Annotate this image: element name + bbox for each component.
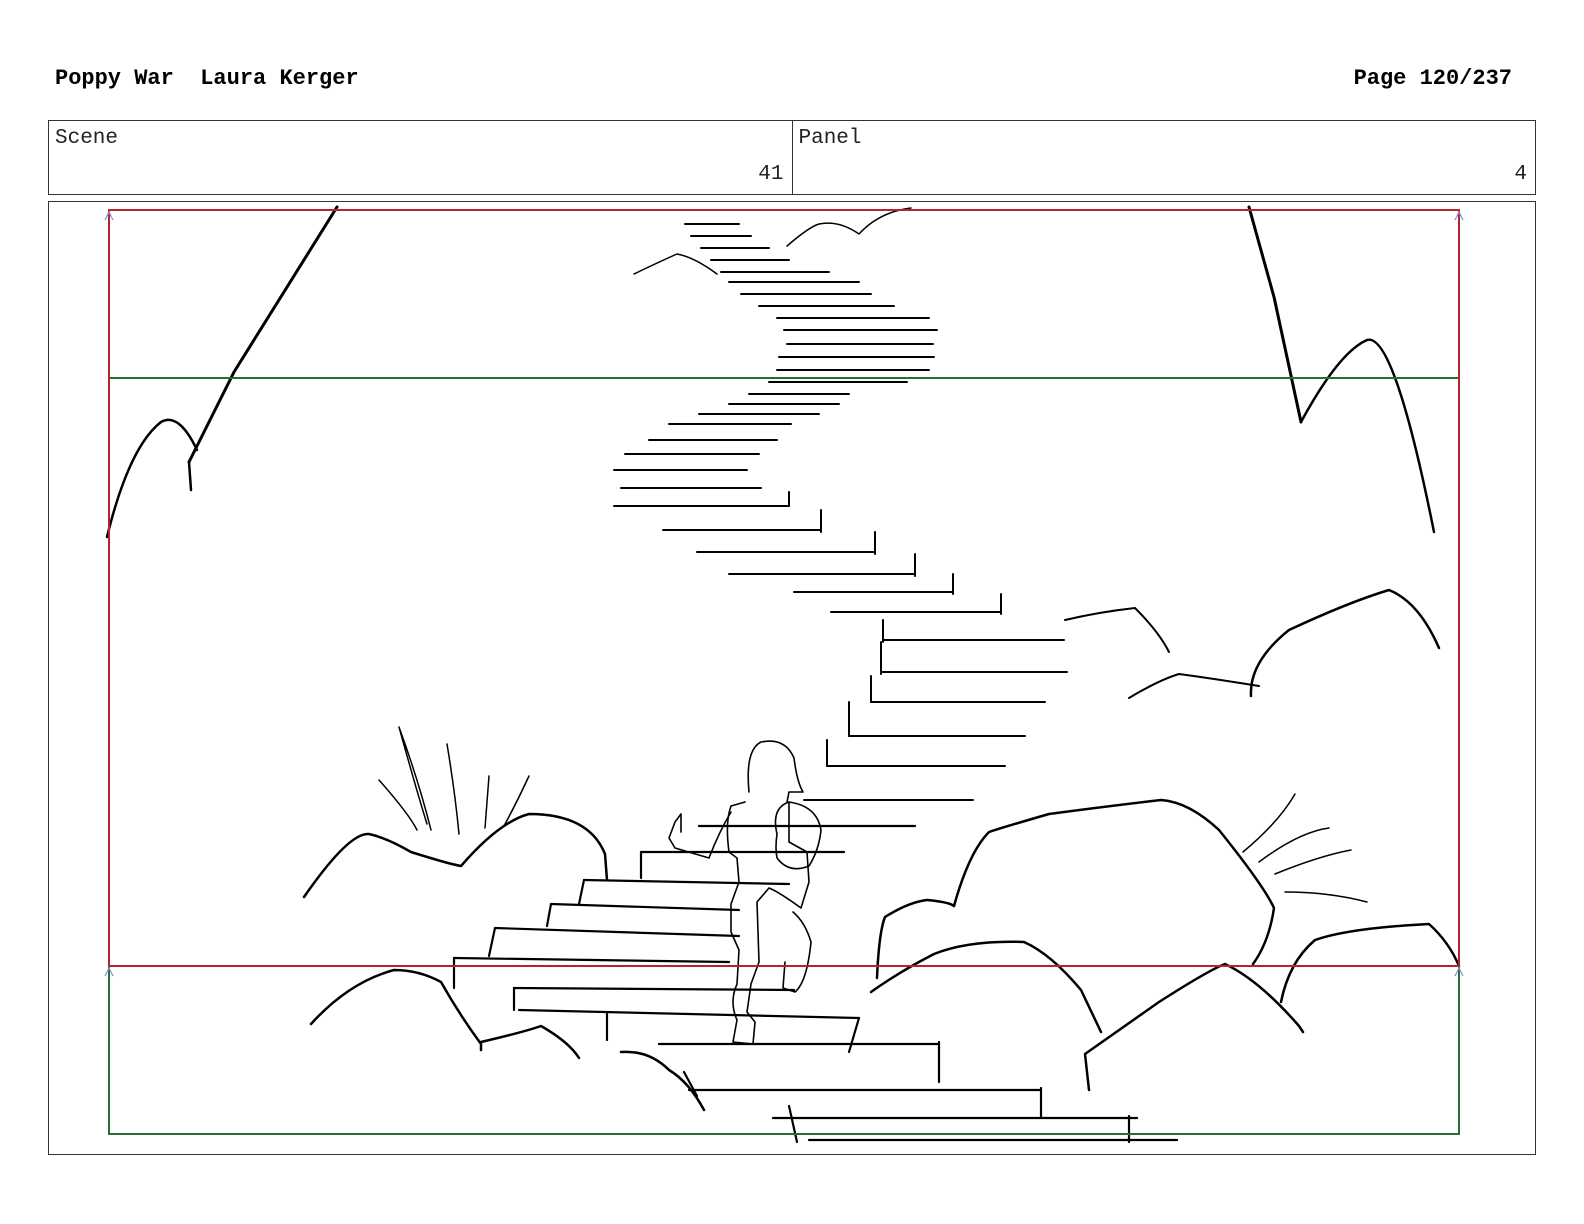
- right-foreground-rock: [1083, 962, 1305, 1092]
- scene-value: 41: [758, 163, 784, 186]
- scene-cell: Scene 41: [49, 121, 792, 194]
- right-hill-ridge: [1128, 673, 1260, 699]
- scene-panel-table: Scene 41 Panel 4: [48, 120, 1536, 195]
- corner-markers: [104, 210, 1464, 977]
- page-number: Page 120/237: [1353, 66, 1512, 91]
- storyboard-sketch: [104, 205, 1464, 1144]
- right-edge-rock: [1279, 922, 1461, 1004]
- distant-stairs: [676, 209, 938, 415]
- right-hill: [1064, 607, 1170, 653]
- left-mountain-peak: [105, 418, 199, 539]
- title-safe-bottom-frame: [108, 966, 1460, 1135]
- foreground-stairs: [452, 824, 1179, 1144]
- right-mountain-peak: [1299, 338, 1436, 534]
- distant-hill: [786, 207, 912, 247]
- right-boulder: [1249, 588, 1441, 698]
- storyboard-panel: [48, 201, 1536, 1155]
- right-mountain-line: [1247, 205, 1303, 424]
- panel-label: Panel: [798, 127, 862, 150]
- left-grass: [378, 726, 530, 835]
- action-safe-frame: [108, 209, 1460, 967]
- panel-value: 4: [1514, 163, 1527, 186]
- right-grass: [1242, 793, 1368, 903]
- right-big-boulder: [952, 798, 1276, 966]
- left-foreground-rock: [309, 968, 706, 1112]
- project-title-line: Poppy War Laura Kerger: [55, 66, 359, 91]
- character-figure: [668, 740, 822, 1045]
- author-name: Laura Kerger: [200, 66, 359, 91]
- scene-label: Scene: [55, 127, 119, 150]
- panel-cell: Panel 4: [791, 121, 1536, 194]
- mid-stairs: [613, 423, 1068, 801]
- distant-hill: [633, 253, 718, 275]
- right-lower-rock: [869, 940, 1103, 1034]
- right-mid-boulder: [875, 898, 956, 980]
- left-mountain-line: [187, 205, 339, 464]
- left-rock: [302, 812, 609, 899]
- safe-frames: [108, 209, 1460, 1135]
- project-title: Poppy War: [55, 66, 174, 91]
